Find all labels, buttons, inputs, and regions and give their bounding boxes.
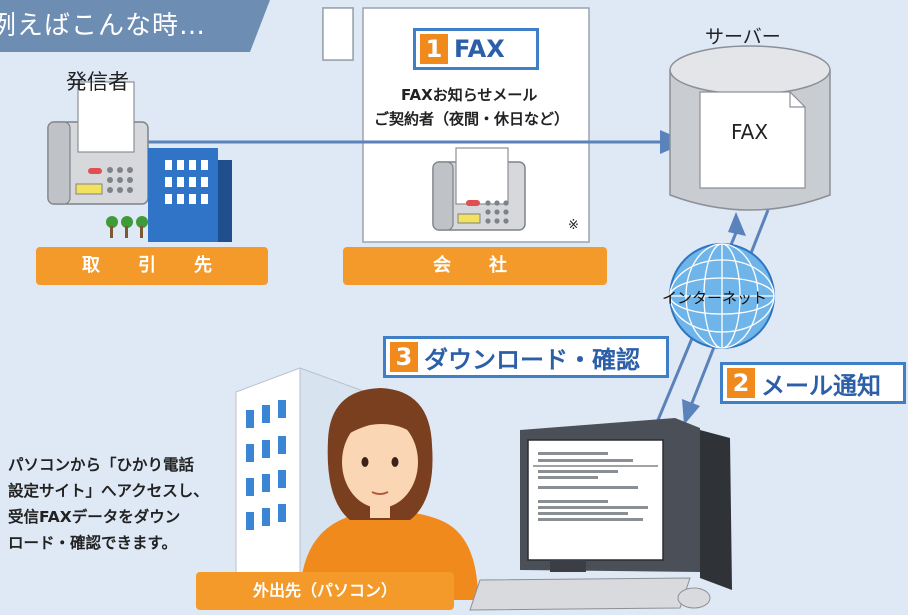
outside-bar: 外出先（パソコン） bbox=[196, 572, 454, 610]
description-line: 受信FAXデータをダウン bbox=[8, 508, 181, 526]
company-note-mark: ※ bbox=[568, 218, 579, 233]
partner-bar: 取 引 先 bbox=[36, 247, 268, 285]
server-doc-label: FAX bbox=[731, 120, 769, 144]
banner: 例えばこんな時… bbox=[0, 0, 270, 52]
step-3-number: 3 bbox=[390, 342, 418, 372]
step-3-label: ダウンロード・確認 bbox=[424, 345, 640, 374]
internet-label: インターネット bbox=[662, 289, 768, 307]
outside-bar-label: 外出先（パソコン） bbox=[252, 581, 397, 600]
partner-building bbox=[106, 148, 232, 242]
step-1-fax: 1 FAX bbox=[413, 28, 539, 70]
mail-link-arrowhead bbox=[682, 399, 700, 425]
computer bbox=[469, 418, 732, 611]
company-note-line2: ご契約者（夜間・休日など） bbox=[374, 110, 570, 128]
sender-fax-machine bbox=[47, 81, 149, 205]
server-label: サーバー bbox=[705, 26, 781, 48]
step-3-download: 3 ダウンロード・確認 bbox=[383, 336, 669, 378]
description-line: ロード・確認できます。 bbox=[8, 534, 177, 552]
company-bar: 会 社 bbox=[343, 247, 607, 285]
description-line: パソコンから「ひかり電話 bbox=[8, 456, 195, 474]
step-2-label: メール通知 bbox=[761, 371, 881, 400]
sender-label: 発信者 bbox=[66, 70, 129, 94]
step-1-number: 1 bbox=[420, 34, 448, 64]
description: パソコンから「ひかり電話 設定サイト」へアクセスし、 受信FAXデータをダウン … bbox=[8, 452, 238, 556]
download-link-arrowhead bbox=[728, 212, 746, 236]
banner-text: 例えばこんな時… bbox=[0, 11, 207, 41]
description-line: 設定サイト」へアクセスし、 bbox=[8, 482, 209, 500]
company-note-line1: FAXお知らせメール bbox=[401, 86, 538, 104]
step-1-label: FAX bbox=[454, 35, 505, 63]
step-2-number: 2 bbox=[727, 368, 755, 398]
step-2-mail: 2 メール通知 bbox=[720, 362, 906, 404]
company-fax-machine bbox=[432, 147, 526, 231]
server-fax-doc bbox=[699, 91, 806, 189]
